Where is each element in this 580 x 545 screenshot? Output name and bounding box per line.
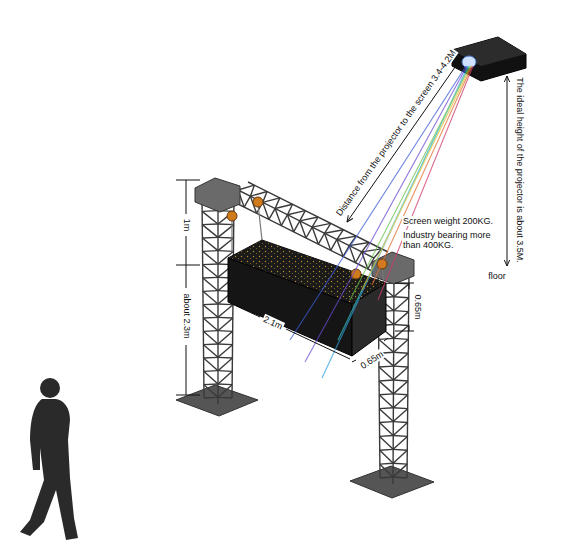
tower-base bbox=[350, 466, 434, 498]
dimension-label: about 2.3m bbox=[182, 292, 192, 339]
dimension-line bbox=[176, 60, 507, 395]
dimension-label: 0.65m bbox=[358, 348, 386, 371]
dimension-label: Screen weight 200KG. bbox=[402, 216, 494, 226]
dimension-label: Industry bearing more than 400KG. bbox=[402, 230, 504, 251]
dimension-label: 1m bbox=[182, 218, 192, 233]
truss-frame bbox=[202, 182, 409, 484]
corner-block bbox=[195, 178, 240, 212]
dimension-label: The ideal height of the projector is abo… bbox=[515, 76, 525, 264]
dimension-label: Distance from the projector to the scree… bbox=[333, 47, 458, 219]
dimension-label: 0.65m bbox=[413, 293, 423, 320]
projector bbox=[452, 37, 526, 81]
person-silhouette bbox=[20, 378, 78, 540]
chain-hoist bbox=[227, 197, 387, 279]
dimension-label: floor bbox=[487, 271, 507, 281]
tower-base bbox=[176, 385, 258, 416]
